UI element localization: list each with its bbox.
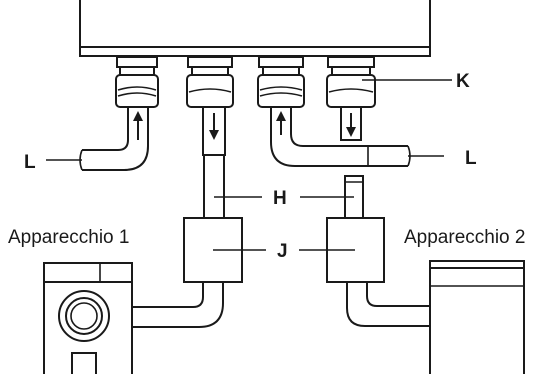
label-l-right: L (465, 148, 477, 169)
appliance-1-washing-machine (43, 262, 133, 374)
pipe-to-appliance-1 (132, 282, 224, 328)
cable-gland-4 (326, 56, 376, 108)
label-k: K (456, 71, 470, 92)
cable-gland-3 (257, 56, 305, 108)
label-l-left: L (24, 152, 36, 173)
arrow-up-icon (133, 111, 143, 140)
housing-box (79, 0, 431, 57)
cable-gland-1 (115, 56, 159, 108)
arrow-down-icon (209, 113, 219, 140)
arrow-down-icon (346, 113, 356, 137)
arrow-up-icon (276, 111, 286, 135)
cable-gland-2 (186, 56, 234, 108)
label-j: J (277, 241, 288, 262)
appliance-2-box (429, 260, 525, 374)
pipe-to-appliance-2 (346, 282, 430, 327)
label-appliance-1: Apparecchio 1 (8, 227, 129, 248)
label-h: H (273, 188, 287, 209)
washing-machine-door (58, 290, 110, 342)
label-appliance-2: Apparecchio 2 (404, 227, 525, 248)
